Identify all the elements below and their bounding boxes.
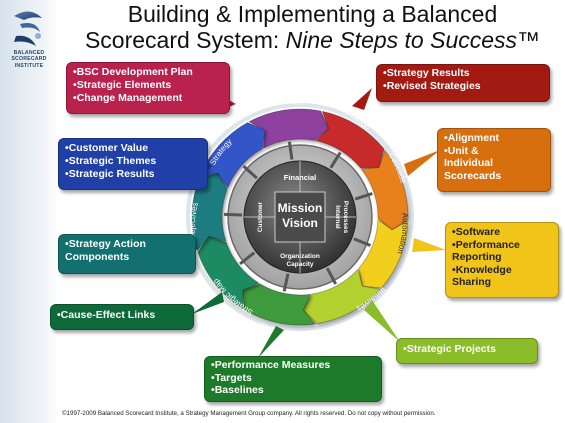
ring-segment-strategic-map — [197, 235, 260, 310]
callout-item: Strategic Projects — [403, 341, 531, 357]
hub-spoke — [223, 212, 243, 217]
trademark-symbol: ™ — [517, 27, 541, 53]
callout-tail-initiatives — [364, 300, 400, 342]
processes-label: Processes — [342, 201, 349, 234]
page-title-line-2: Scorecard System: Nine Steps to Success™ — [60, 27, 565, 53]
hub-spoke — [239, 251, 256, 265]
organization-label: Organization — [280, 253, 320, 260]
callout-item: Strategy Results — [383, 67, 543, 80]
bsi-logo-icon — [14, 11, 42, 46]
callout-item: Strategic Themes — [65, 155, 201, 168]
ring-segment-initiatives — [302, 268, 382, 325]
page-title-line-1: Building & Implementing a Balanced — [127, 1, 498, 27]
callout-item: Performance Measures — [211, 359, 375, 372]
callout-item: Customer Value — [65, 142, 201, 155]
sidebar: BALANCED SCORECARD INSTITUTE — [0, 0, 58, 423]
hub-spoke — [353, 237, 372, 247]
callout-list: Performance Measures Targets Baselines — [211, 359, 375, 397]
callout-list: Strategy Results Revised Strategies — [383, 67, 543, 93]
callout-tail-automation — [412, 238, 446, 252]
callout-tail-strategic-map — [192, 292, 224, 314]
callout-initiatives: Strategic Projects — [396, 338, 538, 364]
callout-performance-measures: Performance Measures Targets Baselines — [204, 356, 382, 402]
callout-item: Targets — [211, 372, 375, 385]
callout-tail-measures — [258, 326, 284, 358]
callout-list: Software Performance Reporting Knowledge… — [452, 226, 552, 289]
hub-spoke — [287, 141, 294, 160]
ring-segment-performance-measures — [242, 283, 316, 326]
financial-label: Financial — [284, 173, 317, 182]
callout-strategy: Customer Value Strategic Themes Strategi… — [58, 138, 208, 190]
ring-segment-cascade — [360, 149, 409, 231]
logo-line: BALANCED — [13, 50, 45, 56]
ring-segment-automation — [358, 218, 409, 289]
internal-label: Internal — [334, 205, 341, 229]
callout-list: BSC Development Plan Strategic Elements … — [73, 66, 223, 105]
callout-tail-evaluation — [352, 88, 372, 110]
callout-list: Strategy Action Components — [65, 238, 189, 264]
callout-objectives: Strategy Action Components — [58, 234, 196, 274]
callout-item-continued: Scorecards — [444, 169, 502, 182]
capacity-label: Capacity — [286, 261, 313, 268]
callout-item-continued: Reporting — [452, 251, 502, 263]
callout-item: Unit & — [444, 145, 544, 158]
logo-line: INSTITUTE — [14, 62, 44, 69]
ring-segment-strategy — [199, 122, 266, 189]
callout-assessment: BSC Development Plan Strategic Elements … — [66, 62, 230, 114]
logo-text: BALANCED SCORECARD INSTITUTE — [0, 50, 58, 69]
hub-spoke — [329, 151, 342, 169]
callout-item: Baselines — [211, 384, 375, 397]
callout-item-continued: Components — [65, 251, 130, 263]
vision-label: Vision — [282, 216, 318, 230]
callout-item-continued: Sharing — [452, 276, 492, 288]
callout-tail-cascade — [404, 150, 440, 176]
ring-segment-assessment — [248, 108, 330, 149]
ring-segment-objectives — [191, 172, 228, 252]
callout-list: Alignment Unit & Individual Scorecards — [444, 132, 544, 182]
ring-halo — [186, 103, 414, 331]
callout-list: •Cause-Effect Links — [57, 307, 187, 323]
copyright-footer: ©1997-2009 Balanced Scorecard Institute,… — [62, 410, 436, 417]
mission-box — [274, 191, 326, 243]
mission-label: Mission — [278, 201, 323, 215]
ring-segment-evaluation — [315, 110, 385, 169]
title-plain: Scorecard System: — [84, 27, 286, 53]
callout-list: Customer Value Strategic Themes Strategi… — [65, 142, 201, 181]
callout-item: Knowledge — [452, 264, 552, 277]
callout-item: •Cause-Effect Links — [57, 309, 156, 321]
callout-evaluation: Strategy Results Revised Strategies — [376, 64, 550, 102]
callout-item: Strategic Elements — [73, 79, 223, 92]
logo-line: SCORECARD — [11, 56, 47, 63]
hub-spoke — [242, 165, 258, 180]
callout-list: Strategic Projects — [403, 341, 531, 357]
callout-item-continued: Individual — [444, 157, 494, 169]
hub-spoke — [282, 273, 290, 292]
callout-item: Software — [452, 226, 552, 239]
callout-cascade: Alignment Unit & Individual Scorecards — [437, 128, 551, 192]
callout-item: Performance — [452, 239, 552, 252]
hub-spoke — [354, 192, 373, 201]
hub-spokes — [223, 141, 373, 292]
callout-item: Strategy Action — [65, 238, 189, 251]
callout-item: BSC Development Plan — [73, 66, 223, 79]
callout-item: Alignment — [444, 132, 544, 145]
hub-spoke — [325, 267, 338, 285]
title-italic: Nine Steps to Success — [285, 27, 518, 53]
customer-label: Customer — [257, 201, 264, 232]
callout-item: Change Management — [73, 92, 223, 105]
callout-automation: Software Performance Reporting Knowledge… — [445, 222, 559, 298]
ring-segments — [191, 108, 409, 326]
callout-strategic-map: •Cause-Effect Links — [50, 304, 194, 330]
callout-item: Revised Strategies — [383, 80, 543, 93]
callout-item: Strategic Results — [65, 168, 201, 181]
